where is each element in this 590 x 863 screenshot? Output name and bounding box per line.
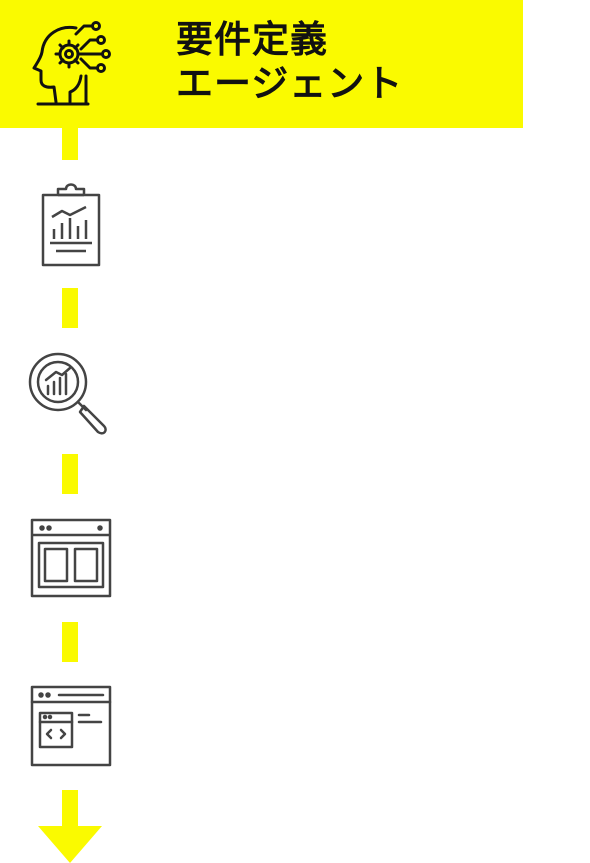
connector-segment [62,128,78,160]
page-title: 要件定義 エージェント [176,18,403,106]
connector-segment [62,454,78,494]
connector-segment [62,622,78,662]
title-line-1: 要件定義 [176,18,328,61]
browser-layout-icon [30,518,112,598]
header-banner: 要件定義 エージェント [0,0,523,128]
down-arrow-icon [38,790,102,863]
connector-segment [62,288,78,328]
clipboard-report-icon [41,183,101,267]
title-line-2: エージェント [176,62,404,105]
browser-code-icon [30,685,112,767]
ai-head-gear-icon [32,21,111,106]
magnifier-chart-icon [28,352,107,435]
